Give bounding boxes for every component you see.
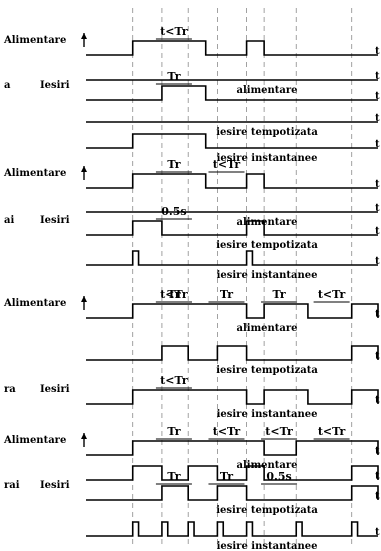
interval-annotation: t<Tr [265, 425, 293, 438]
signal-trace [86, 173, 378, 189]
interval-annotation: Tr [220, 288, 233, 301]
time-axis-label: t [375, 527, 380, 538]
signal-trace [86, 40, 378, 56]
time-axis-label: t [375, 256, 380, 267]
section-name: Alimentare [3, 298, 66, 309]
interval-annotation: Tr [220, 470, 233, 483]
time-axis-label: t [375, 471, 380, 482]
trace-label: iesire instantanee [217, 541, 318, 551]
time-axis-label: t [375, 395, 380, 406]
section-subtitle: Iesiri [40, 480, 70, 491]
interval-annotation: t<Tr [160, 374, 188, 387]
section-name: a [4, 80, 11, 91]
section-subtitle: Iesiri [40, 384, 70, 395]
section-name: Alimentare [3, 168, 66, 179]
signal-trace [86, 465, 379, 481]
section-name: rai [4, 480, 20, 491]
trace-label: iesire instantanee [217, 270, 318, 281]
signal-trace [86, 220, 378, 236]
trace-label: iesire instantanee [217, 409, 318, 420]
interval-annotation: Tr [167, 158, 180, 171]
interval-annotation: Tr [167, 288, 180, 301]
time-axis-label: t [375, 351, 380, 362]
time-axis-label: t [375, 226, 380, 237]
interval-annotation: 0.5s [266, 470, 291, 483]
trace-label: iesire tempotizata [216, 505, 318, 516]
signal-trace [86, 133, 378, 149]
section-subtitle: Iesiri [40, 215, 70, 226]
trace-label: iesire tempotizata [216, 365, 318, 376]
signal-trace [86, 440, 379, 456]
trace-label: alimentare [237, 323, 298, 334]
time-axis-label: t [375, 491, 380, 502]
interval-annotation: Tr [167, 425, 180, 438]
time-axis-label: t [375, 446, 380, 457]
time-axis-label: t [375, 113, 380, 124]
trace-label: iesire tempotizata [216, 240, 318, 251]
interval-annotation: t<Tr [160, 25, 188, 38]
signal-trace [86, 250, 378, 266]
section-name: ai [4, 215, 14, 226]
interval-annotation: t<Tr [213, 158, 241, 171]
interval-annotation: t<Tr [160, 288, 188, 301]
trace-label: alimentare [237, 85, 298, 96]
time-axis-label: t [375, 46, 380, 57]
trace-label: alimentare [237, 460, 298, 471]
trace-label: alimentare [237, 217, 298, 228]
time-axis-label: t [375, 91, 380, 102]
time-axis-label: t [375, 139, 380, 150]
interval-annotation: 0.5s [161, 205, 186, 218]
interval-annotation: Tr [272, 288, 285, 301]
interval-annotation: t<Tr [318, 288, 346, 301]
signal-trace [86, 485, 379, 501]
signal-trace [86, 521, 378, 537]
trace-label: iesire tempotizata [216, 127, 318, 138]
signal-trace [86, 389, 379, 405]
time-axis-label: t [375, 71, 380, 82]
signal-trace [86, 345, 379, 361]
interval-annotation: Tr [167, 470, 180, 483]
section-name: Alimentare [3, 35, 66, 46]
time-axis-label: t [375, 309, 380, 320]
signal-trace [86, 303, 379, 319]
time-axis-label: t [375, 203, 380, 214]
interval-annotation: t<Tr [213, 425, 241, 438]
section-subtitle: Iesiri [40, 80, 70, 91]
interval-annotation: t<Tr [318, 425, 346, 438]
interval-annotation: Tr [167, 70, 180, 83]
time-axis-label: t [375, 179, 380, 190]
trace-label: iesire instantanee [217, 153, 318, 164]
section-name: Alimentare [3, 435, 66, 446]
signal-traces [86, 40, 379, 537]
signal-trace [86, 85, 378, 101]
section-name: ra [4, 384, 16, 395]
